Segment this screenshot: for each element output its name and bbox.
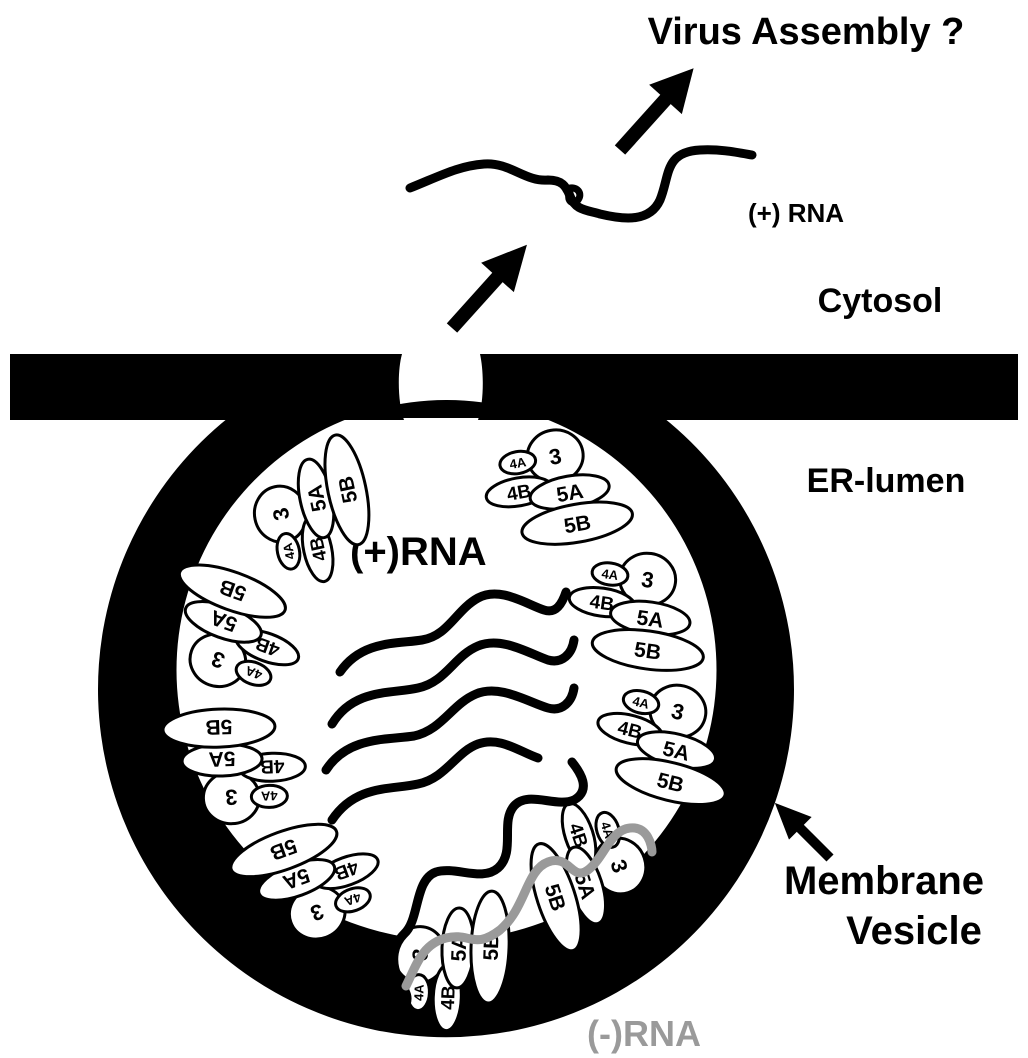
arrow-membrane-pointer bbox=[764, 792, 842, 870]
plus-rna-vesicle-label: (+)RNA bbox=[350, 530, 487, 574]
arrow-rna-export bbox=[436, 230, 544, 343]
vesicle-label: Vesicle bbox=[846, 909, 982, 953]
virus-assembly-label: Virus Assembly ? bbox=[648, 11, 965, 53]
minus-rna-label: (-)RNA bbox=[587, 1013, 701, 1054]
membrane-left-segment bbox=[10, 354, 404, 420]
replication-complex-upper-right-2 bbox=[561, 543, 717, 677]
membrane-label: Membrane bbox=[784, 859, 984, 903]
er-lumen-label: ER-lumen bbox=[807, 462, 966, 500]
plus-rna-cytosol-label: (+) RNA bbox=[748, 198, 844, 228]
cytosol-plus-rna-strand bbox=[410, 150, 752, 218]
cytosol-label: Cytosol bbox=[818, 282, 943, 320]
membrane-right-segment bbox=[478, 354, 1018, 420]
